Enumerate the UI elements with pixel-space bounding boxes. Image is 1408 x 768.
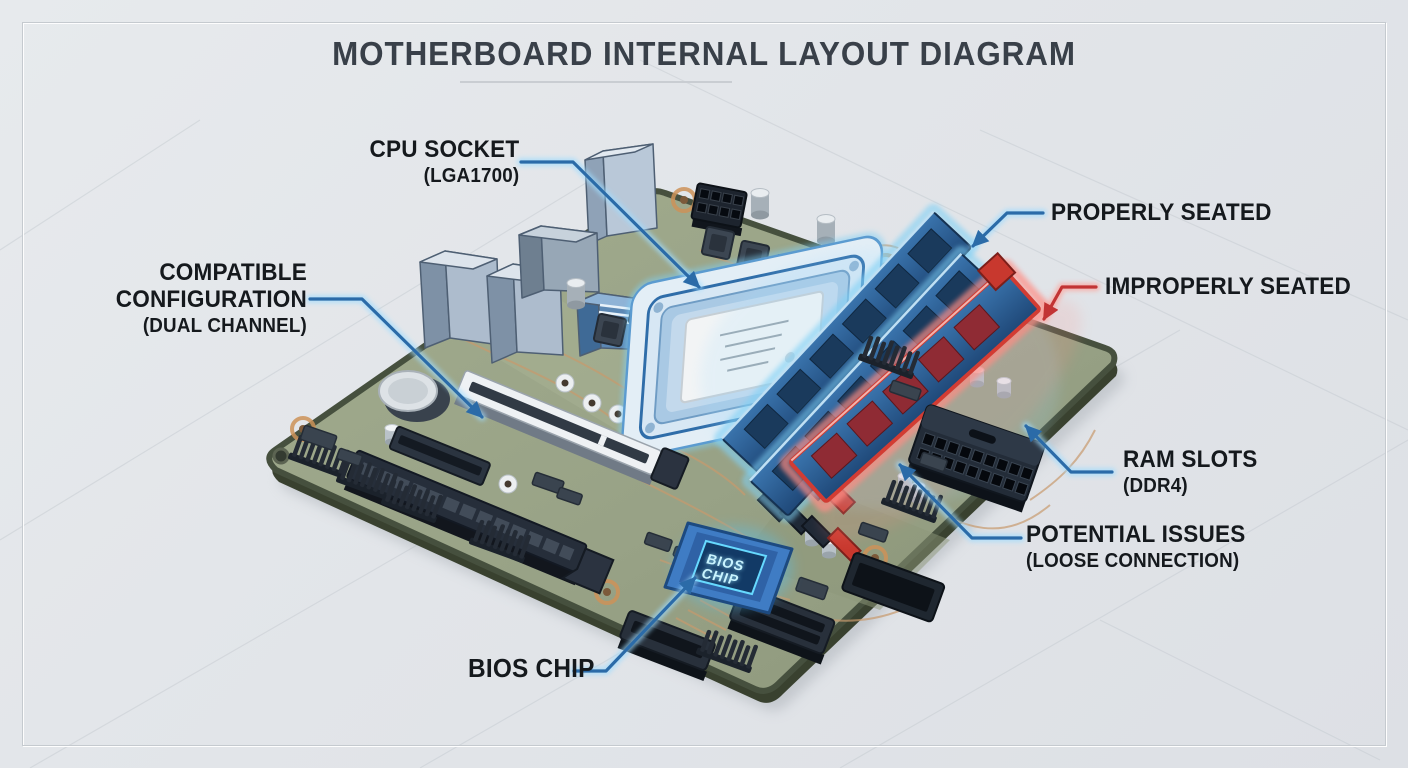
bios-marking-line1: BIOS (704, 551, 747, 574)
bios-marking-glow-2: CHIP (699, 565, 741, 588)
bios-chip-graphic: BIOS CHIP BIOS CHIP (663, 521, 794, 615)
callout-bios-chip: BIOS CHIP (468, 653, 595, 683)
atx-connector-graphic (906, 404, 1045, 513)
ram-module-properly-seated (713, 203, 978, 481)
potential-issues-sublabel: (LOOSE CONNECTION) (1026, 549, 1240, 572)
ram-red-notch (976, 251, 1017, 292)
cmos-battery-graphic (378, 370, 450, 422)
small-chips (299, 379, 948, 601)
potential-issues-label: POTENTIAL ISSUES (1026, 521, 1246, 548)
io-header-block (841, 552, 946, 623)
callout-cpu-socket: CPU SOCKET (LGA1700) (369, 136, 519, 187)
compatible-configuration-label: COMPATIBLE CONFIGURATION (115, 259, 307, 313)
pcie-short-slot-graphic (388, 425, 491, 486)
potential-issues-callout-line (898, 463, 1023, 540)
ram-slots-sublabel: (DDR4) (1123, 474, 1188, 497)
compatible-configuration-sublabel: (DUAL CHANNEL) (142, 314, 307, 337)
improperly-seated-callout-line (1042, 285, 1098, 321)
callout-properly-seated: PROPERLY SEATED (1051, 199, 1272, 227)
pcie-x16-slot-graphic (454, 370, 690, 490)
page-title: MOTHERBOARD INTERNAL LAYOUT DIAGRAM (332, 35, 1076, 72)
bios-marking-glow-1: BIOS (704, 551, 747, 574)
mounting-hole (272, 447, 290, 465)
callout-lines (308, 160, 1114, 673)
ram-slots-label: RAM SLOTS (1123, 446, 1258, 473)
cpu-socket-label: CPU SOCKET (369, 136, 519, 163)
ram-slots-callout-line (1024, 424, 1114, 474)
callout-ram-slots: RAM SLOTS (DDR4) (1123, 446, 1258, 497)
cpu-socket-sublabel: (LGA1700) (423, 164, 519, 187)
io-tower-a (419, 250, 501, 349)
io-port-towers (419, 143, 658, 364)
callout-compatible-configuration: COMPATIBLE CONFIGURATION (DUAL CHANNEL) (89, 259, 307, 337)
title-underline (460, 81, 732, 83)
bios-chip-callout-line (572, 576, 697, 673)
bios-marking-line2: CHIP (699, 565, 741, 588)
improperly-seated-label: IMPROPERLY SEATED (1105, 273, 1351, 300)
callout-potential-issues: POTENTIAL ISSUES (LOOSE CONNECTION) (1026, 521, 1246, 572)
cpu-socket-callout-line (519, 160, 701, 289)
callout-improperly-seated: IMPROPERLY SEATED (1105, 273, 1351, 301)
properly-seated-callout-line (971, 211, 1045, 248)
properly-seated-label: PROPERLY SEATED (1051, 199, 1272, 226)
io-block-gray (518, 225, 600, 299)
bios-chip-label: BIOS CHIP (468, 653, 595, 683)
compatible-callout-line (308, 297, 484, 419)
board-pads (272, 187, 899, 605)
